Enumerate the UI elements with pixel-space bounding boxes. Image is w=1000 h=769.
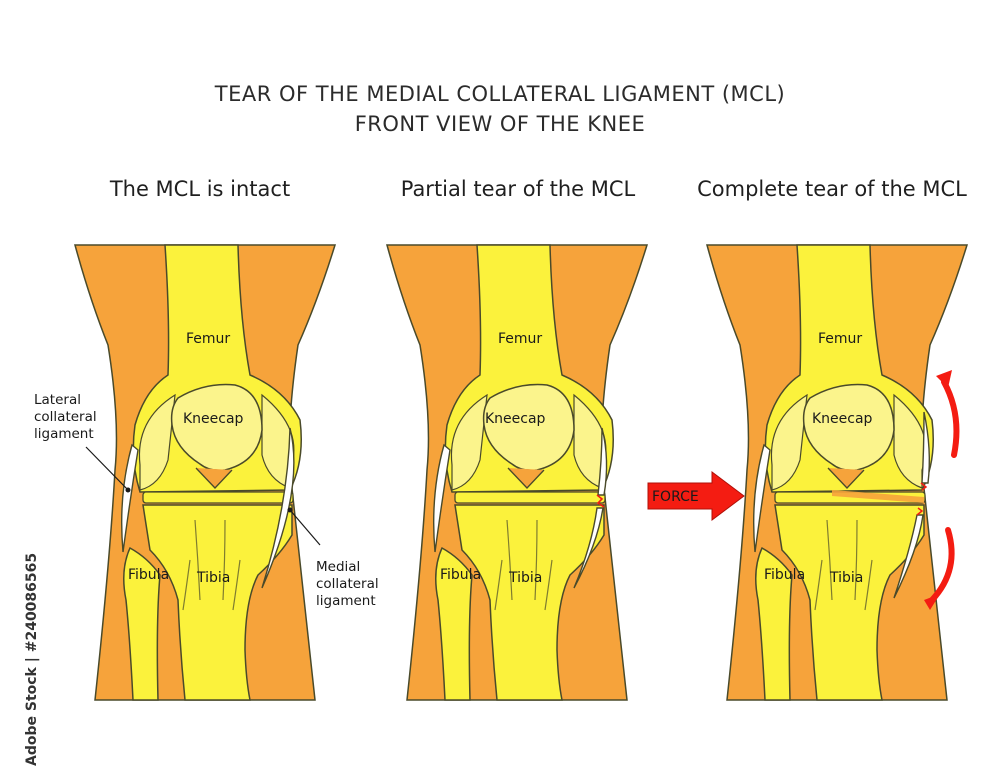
label-tibia: Tibia <box>829 570 863 586</box>
callout-lcl-2: collateral <box>34 409 97 425</box>
panel-title-intact: The MCL is intact <box>109 177 291 201</box>
partial-tear-mark <box>596 494 605 508</box>
label-kneecap: Kneecap <box>183 411 244 427</box>
lateral-collateral-ligament <box>752 443 771 553</box>
lateral-collateral-ligament <box>432 443 451 553</box>
callout-lcl-3: ligament <box>34 426 94 442</box>
label-kneecap: Kneecap <box>485 411 546 427</box>
knee-panel-complete-tear: Femur Kneecap Fibula Tibia <box>706 244 968 701</box>
title-line-1: TEAR OF THE MEDIAL COLLATERAL LIGAMENT (… <box>214 82 786 106</box>
label-femur: Femur <box>818 331 862 347</box>
arrow-head-up <box>936 370 952 388</box>
label-femur: Femur <box>498 331 542 347</box>
label-tibia: Tibia <box>508 570 542 586</box>
medial-collateral-ligament-lower <box>893 514 924 599</box>
medial-collateral-ligament-upper <box>597 427 608 496</box>
knee-panel-intact: Femur Kneecap Fibula Tibia Lateral colla… <box>34 244 379 701</box>
label-kneecap: Kneecap <box>812 411 873 427</box>
force-arrow-up <box>941 379 960 458</box>
label-tibia: Tibia <box>196 570 230 586</box>
watermark-text: Adobe Stock | #240086565 <box>24 552 40 766</box>
force-arrow: FORCE <box>647 471 745 521</box>
label-fibula: Fibula <box>440 567 481 583</box>
medial-collateral-ligament <box>261 427 295 589</box>
force-label: FORCE <box>652 489 699 505</box>
medial-collateral-ligament-upper <box>921 411 931 484</box>
title-line-2: FRONT VIEW OF THE KNEE <box>354 112 646 136</box>
label-fibula: Fibula <box>128 567 169 583</box>
label-femur: Femur <box>186 331 230 347</box>
callout-mcl-2: collateral <box>316 576 379 592</box>
callout-mcl-3: ligament <box>316 593 376 609</box>
watermark: Adobe Stock | #240086565 <box>2 528 40 768</box>
medial-collateral-ligament-lower <box>573 507 604 589</box>
lateral-collateral-ligament <box>120 443 139 553</box>
force-arrow-down <box>929 527 955 603</box>
panel-title-partial-tear: Partial tear of the MCL <box>400 177 636 201</box>
label-fibula: Fibula <box>764 567 805 583</box>
callout-mcl-1: Medial <box>316 559 360 575</box>
callout-lcl-1: Lateral <box>34 392 81 408</box>
arrow-head-down <box>924 594 940 610</box>
panel-title-complete-tear: Complete tear of the MCL <box>697 177 967 201</box>
knee-panel-partial-tear: Femur Kneecap Fibula Tibia <box>386 244 648 701</box>
